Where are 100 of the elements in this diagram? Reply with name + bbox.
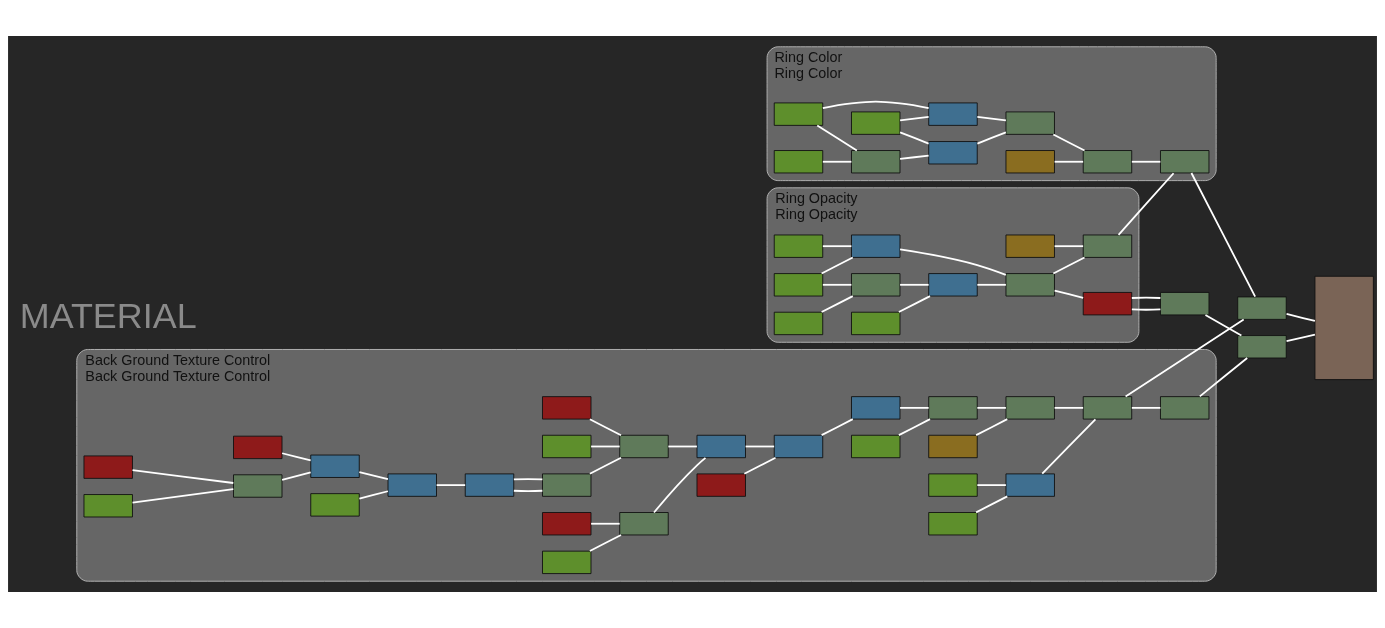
node-box — [1005, 473, 1055, 497]
connector — [1130, 160, 1162, 163]
node-box — [928, 434, 978, 459]
connector — [1124, 318, 1245, 398]
connector — [899, 154, 930, 160]
node-box — [1160, 150, 1210, 174]
connector — [589, 456, 622, 475]
node-box — [851, 273, 901, 297]
node-box — [773, 234, 824, 258]
node-box — [542, 512, 592, 536]
connector — [1130, 296, 1162, 299]
node-box — [928, 141, 978, 165]
connector — [976, 116, 1007, 122]
node-box — [928, 473, 978, 497]
node-box — [542, 473, 592, 497]
node-box — [1082, 234, 1133, 258]
connector — [131, 469, 235, 484]
node-box — [1160, 292, 1210, 316]
connector — [821, 160, 853, 163]
node-box — [851, 396, 901, 420]
connector — [1041, 418, 1097, 475]
node-box — [1005, 396, 1055, 420]
node-box — [1237, 335, 1287, 359]
connector — [281, 452, 312, 462]
node-box — [851, 311, 901, 336]
node-box — [542, 550, 592, 575]
cluster: Ring Color Ring Color — [766, 46, 1217, 182]
connector — [435, 484, 467, 486]
connector — [976, 131, 1007, 145]
node-box — [851, 434, 901, 459]
node-box — [1237, 296, 1287, 320]
connector — [653, 457, 707, 514]
node-box — [1082, 150, 1133, 174]
connector — [590, 445, 621, 448]
node-box — [928, 512, 978, 536]
connector — [1053, 289, 1085, 299]
node-box — [773, 311, 824, 336]
node-box — [928, 396, 978, 420]
node-box — [310, 493, 360, 517]
connector — [1117, 172, 1175, 236]
connector — [1204, 314, 1243, 337]
connector — [821, 245, 853, 248]
label: MATERIAL — [19, 294, 197, 336]
connector — [1052, 133, 1086, 152]
node-box — [773, 150, 824, 174]
connector — [899, 283, 930, 286]
node-box — [310, 454, 360, 478]
connector — [1285, 313, 1316, 322]
connector — [821, 100, 930, 110]
connector — [976, 484, 1007, 486]
connector — [897, 418, 931, 436]
connector — [820, 256, 854, 275]
node-box — [233, 435, 283, 460]
connector — [512, 489, 544, 493]
connector — [821, 283, 853, 286]
connector — [1053, 160, 1085, 163]
node-box — [696, 434, 746, 459]
node-box — [773, 434, 824, 459]
connector — [899, 406, 930, 409]
connector — [589, 418, 622, 437]
node-box — [928, 273, 978, 297]
connector — [1198, 357, 1249, 398]
connector — [1053, 245, 1085, 248]
connector — [281, 471, 312, 481]
connector — [358, 490, 389, 500]
connector — [976, 406, 1007, 409]
connector — [743, 456, 777, 475]
node-box — [851, 111, 901, 135]
connector — [976, 283, 1007, 286]
node-box — [619, 434, 669, 459]
connector — [975, 418, 1009, 436]
connector — [131, 488, 235, 504]
connector — [358, 471, 389, 481]
node-box — [387, 473, 437, 497]
node-box — [851, 150, 901, 174]
connector — [816, 124, 858, 152]
cluster: Ring Opacity Ring Opacity — [766, 187, 1140, 343]
node-box — [1005, 150, 1055, 174]
node-box — [696, 473, 746, 497]
connector — [1130, 406, 1162, 409]
node-box — [542, 434, 592, 459]
node-box — [1005, 234, 1055, 258]
node-box — [619, 512, 669, 536]
connector — [1130, 308, 1162, 311]
connector — [590, 522, 621, 525]
connector — [1190, 172, 1257, 298]
connector — [975, 495, 1009, 514]
node-box — [1005, 273, 1055, 297]
node-box — [928, 102, 978, 126]
connector — [512, 478, 544, 481]
connector — [589, 534, 622, 552]
connector — [744, 445, 776, 448]
connector — [899, 131, 930, 145]
connector — [1052, 256, 1086, 275]
node-box — [1082, 292, 1133, 316]
connector — [667, 445, 698, 448]
node-box — [773, 102, 824, 126]
node-box — [851, 234, 901, 258]
connector — [820, 295, 854, 313]
connector — [897, 295, 931, 313]
